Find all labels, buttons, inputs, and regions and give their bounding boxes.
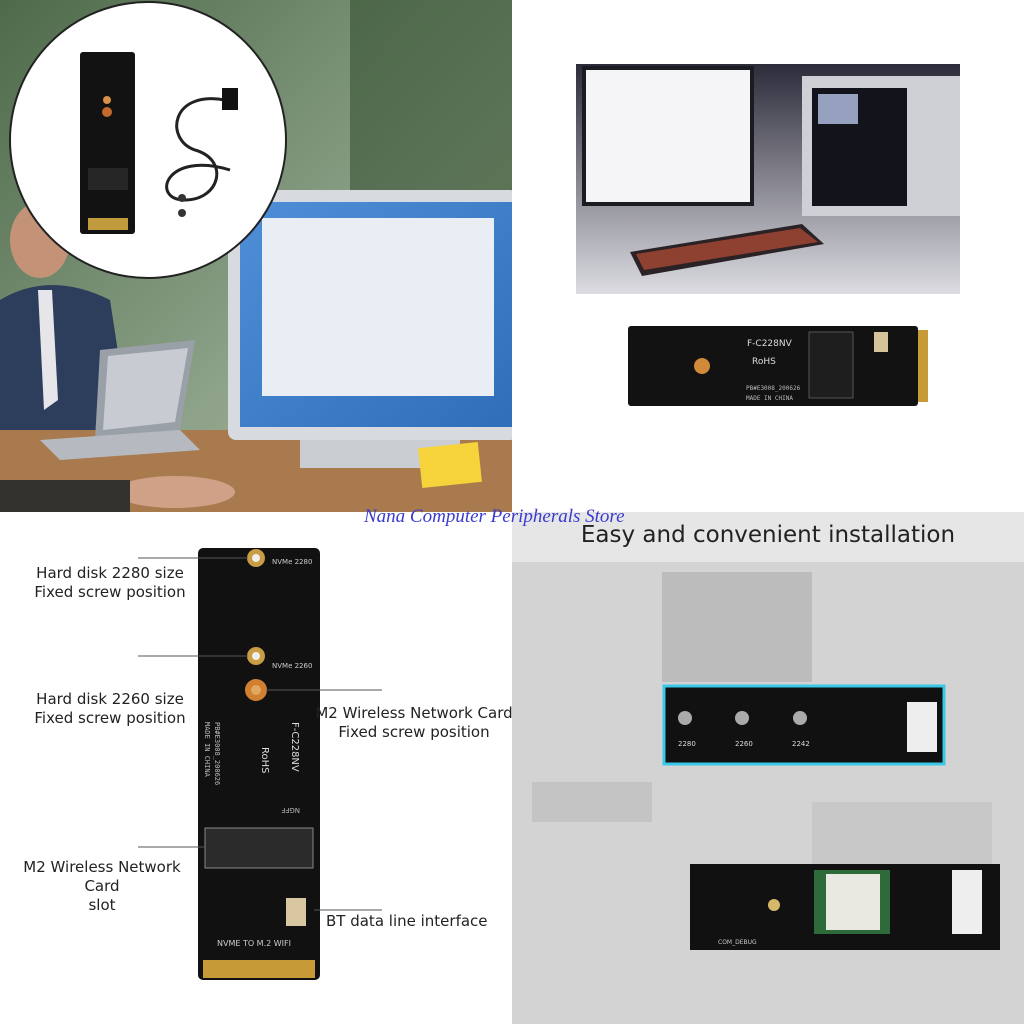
callout-hd2280-line2: Fixed screw position (34, 583, 186, 601)
callout-hd2260-line1: Hard disk 2260 size (36, 690, 184, 708)
callout-bt: BT data line interface (326, 912, 488, 930)
motherboard-scene: 2280 2260 2242 COM_DEBUG (512, 512, 1024, 1024)
installation-panel: 2280 2260 2242 COM_DEBUG Easy and conven… (512, 512, 1024, 1024)
slot-label-2260: 2260 (735, 740, 753, 748)
card-diagram: NVMe 2280 NVMe 2260 F-C228NV RoHS PB#E30… (138, 548, 382, 980)
card-model-text: F-C228NV (747, 339, 793, 349)
card-nvme2280-label: NVMe 2280 (272, 558, 312, 566)
slot-label-2280: 2280 (678, 740, 696, 748)
debug-label: COM_DEBUG (718, 939, 757, 946)
callout-m2slot-line2: slot (88, 896, 116, 914)
office-scene (0, 0, 512, 512)
card-nvme2260-label: NVMe 2260 (272, 662, 312, 670)
installation-title: Easy and convenient installation (580, 522, 956, 548)
card-ngff-label: NGFF (281, 806, 300, 814)
callout-hd2280: Hard disk 2280 size Fixed screw position (20, 564, 200, 602)
desktop-photo: F-C228NV RoHS PB#E3008_200626 MADE IN CH… (512, 0, 1024, 512)
callout-m2slot: M2 Wireless Network Card slot (4, 858, 200, 915)
card-rohs-label: RoHS (259, 747, 270, 773)
card-origin-label: MADE IN CHINA (203, 722, 211, 778)
store-watermark: Nana Computer Peripherals Store (364, 506, 625, 527)
callout-m2screw-line1: M2 Wireless Network Card (315, 704, 512, 722)
callout-m2slot-line1: M2 Wireless Network Card (23, 858, 181, 895)
card-bottom-label: NVME TO M.2 WIFI (217, 939, 291, 948)
m2-slot-highlight (662, 684, 946, 766)
office-photo (0, 0, 512, 512)
card-rohs-text: RoHS (752, 357, 776, 367)
slot-label-2242: 2242 (792, 740, 810, 748)
callout-hd2260: Hard disk 2260 size Fixed screw position (20, 690, 200, 728)
callout-hd2260-line2: Fixed screw position (34, 709, 186, 727)
card-origin-text: MADE IN CHINA (746, 395, 793, 402)
callout-m2screw: M2 Wireless Network Card Fixed screw pos… (314, 704, 512, 742)
callout-hd2280-line1: Hard disk 2280 size (36, 564, 184, 582)
card-model-label: F-C228NV (289, 722, 300, 772)
card-batch-label: PB#E3008_200626 (213, 722, 221, 785)
card-batch-text: PB#E3008_200626 (746, 385, 801, 392)
desktop-scene: F-C228NV RoHS PB#E3008_200626 MADE IN CH… (576, 64, 960, 406)
callout-diagram: NVMe 2280 NVMe 2260 F-C228NV RoHS PB#E30… (0, 512, 512, 1024)
callout-m2screw-line2: Fixed screw position (338, 723, 490, 741)
